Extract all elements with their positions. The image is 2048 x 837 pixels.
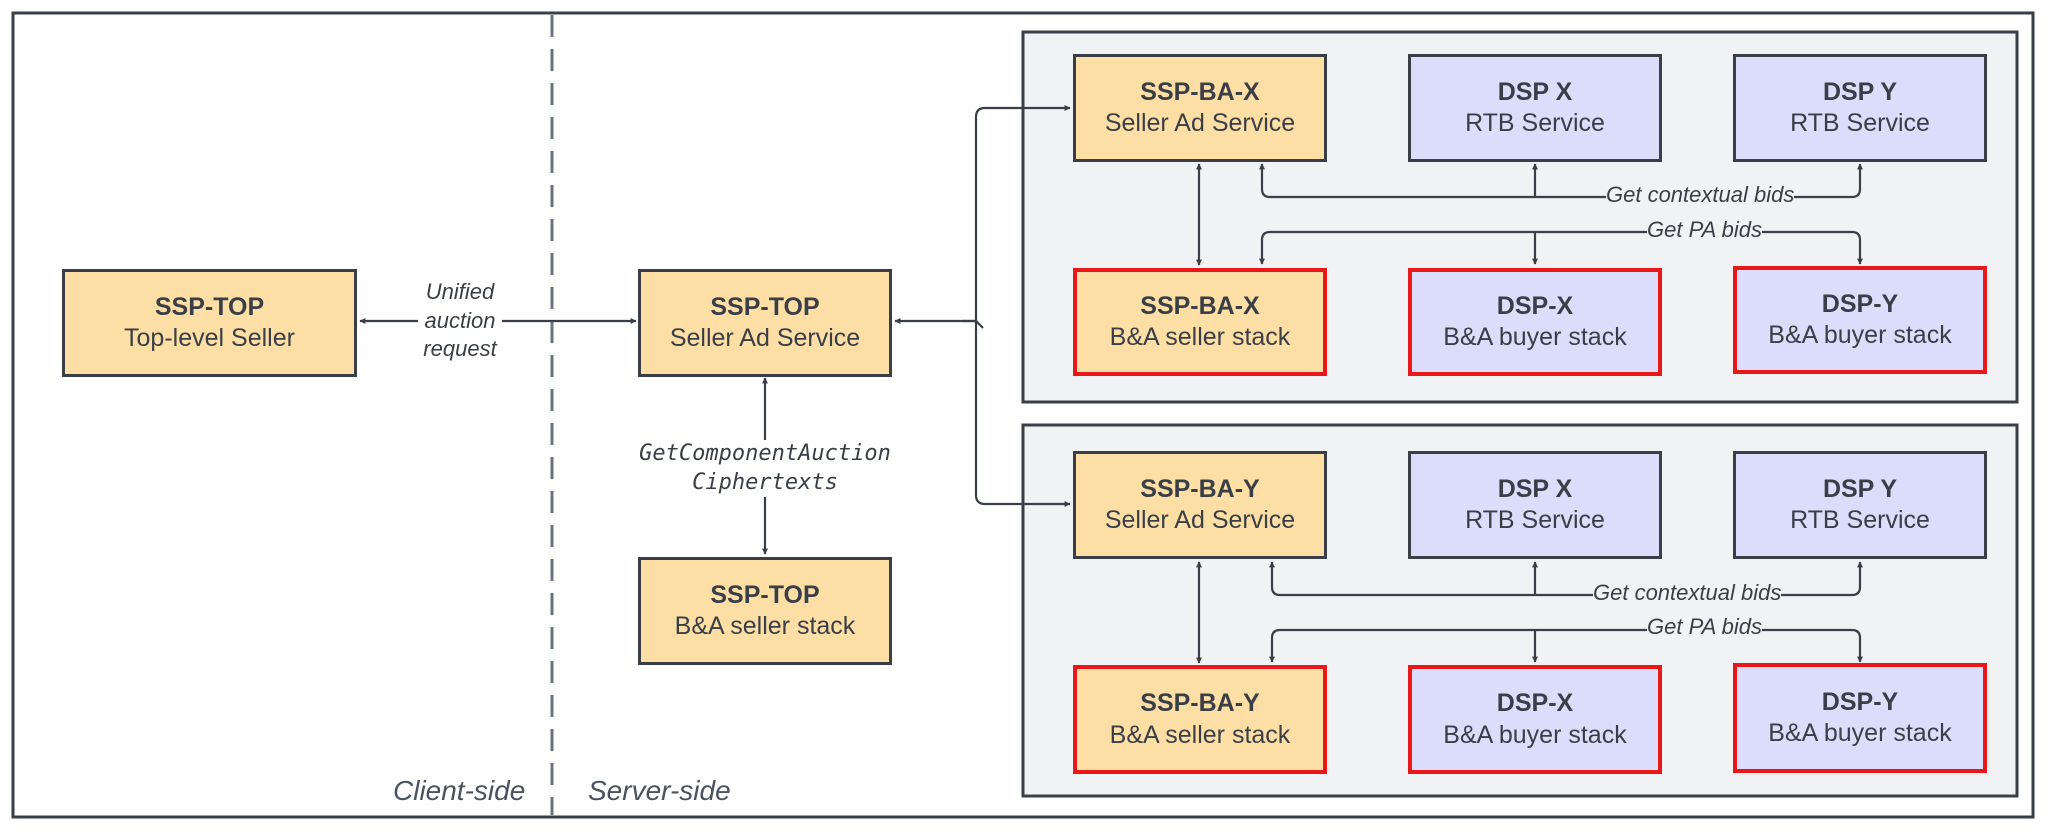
server-side-label: Server-side [588, 775, 731, 806]
top-level-seller-box: SSP-TOP Top-level Seller [62, 269, 357, 377]
box-title: SSP-BA-X [1140, 77, 1260, 106]
unified-line-2: auction [424, 307, 496, 333]
box-title: SSP-BA-Y [1140, 474, 1260, 503]
box-title: DSP X [1497, 77, 1573, 106]
box-title: SSP-TOP [154, 292, 265, 321]
box-title: DSP Y [1822, 77, 1898, 106]
group-y-contextual-label: Get contextual bids [1593, 580, 1782, 605]
group-x-pa-label: Get PA bids [1647, 217, 1762, 242]
box-subtitle: Top-level Seller [124, 324, 295, 352]
unified-line-3: request [423, 336, 497, 362]
group-x-dsp-x-rtb-box: DSP X RTB Service [1408, 54, 1662, 162]
box-title: SSP-BA-Y [1140, 689, 1260, 718]
unified-request-label: Unified auction request [418, 278, 502, 364]
cipher-line-2: Ciphertexts [692, 469, 838, 495]
box-title: DSP-Y [1821, 289, 1899, 318]
group-x-contextual-label: Get contextual bids [1606, 182, 1795, 207]
ssp-top-seller-ad-service-box: SSP-TOP Seller Ad Service [638, 269, 892, 377]
fanout-to-group-y [974, 321, 1071, 507]
group-y-contextual-line [1269, 561, 1863, 597]
box-title: DSP-X [1496, 689, 1574, 718]
box-title: DSP Y [1822, 474, 1898, 503]
box-subtitle: B&A buyer stack [1768, 719, 1952, 747]
box-title: DSP-Y [1821, 687, 1899, 716]
group-y-seller-ad-service-box: SSP-BA-Y Seller Ad Service [1073, 451, 1327, 559]
group-x-ba-seller-stack-box: SSP-BA-X B&A seller stack [1073, 268, 1327, 376]
fanout-to-group-x [974, 105, 1071, 321]
box-subtitle: B&A seller stack [1109, 323, 1291, 351]
group-x-dsp-y-rtb-box: DSP Y RTB Service [1733, 54, 1987, 162]
group-y-pa-label: Get PA bids [1647, 614, 1762, 639]
box-subtitle: B&A buyer stack [1443, 720, 1627, 749]
box-title: SSP-TOP [710, 292, 820, 321]
group-x-dsp-y-ba-box: DSP-Y B&A buyer stack [1733, 266, 1987, 374]
box-title: SSP-BA-X [1140, 291, 1260, 320]
group-x-dsp-x-ba-box: DSP-X B&A buyer stack [1408, 268, 1662, 376]
group-y-ba-seller-stack-box: SSP-BA-Y B&A seller stack [1073, 665, 1327, 774]
box-subtitle: Seller Ad Service [669, 324, 861, 352]
group-y-dsp-x-rtb-box: DSP X RTB Service [1408, 451, 1662, 559]
group-y-dsp-y-ba-box: DSP-Y B&A buyer stack [1733, 663, 1987, 773]
box-subtitle: Seller Ad Service [1104, 506, 1296, 534]
ciphertexts-label: GetComponentAuction Ciphertexts [626, 440, 904, 498]
client-side-label: Client-side [393, 775, 526, 806]
box-subtitle: B&A seller stack [1109, 720, 1291, 749]
fanout-join [962, 319, 984, 329]
box-title: SSP-TOP [710, 580, 820, 609]
box-title: DSP-X [1496, 291, 1574, 320]
group-x-seller-ad-service-box: SSP-BA-X Seller Ad Service [1073, 54, 1327, 162]
ssp-top-ba-seller-stack-box: SSP-TOP B&A seller stack [638, 557, 892, 665]
box-subtitle: Seller Ad Service [1104, 109, 1296, 137]
group-x-pa-line [1259, 230, 1863, 265]
box-subtitle: B&A seller stack [674, 612, 856, 640]
box-subtitle: RTB Service [1790, 109, 1930, 137]
outer-frame [11, 11, 2035, 819]
box-subtitle: RTB Service [1465, 109, 1605, 137]
box-subtitle: RTB Service [1790, 506, 1930, 534]
box-title: DSP X [1497, 474, 1573, 503]
group-y-dsp-y-rtb-box: DSP Y RTB Service [1733, 451, 1987, 559]
box-subtitle: B&A buyer stack [1443, 323, 1627, 351]
cipher-line-1: GetComponentAuction [639, 441, 891, 466]
box-subtitle: RTB Service [1465, 506, 1605, 534]
group-y-dsp-x-ba-box: DSP-X B&A buyer stack [1408, 665, 1662, 774]
unified-line-1: Unified [425, 279, 495, 304]
group-x-contextual-line [1259, 163, 1863, 199]
group-y-pa-line [1269, 628, 1863, 663]
box-subtitle: B&A buyer stack [1768, 321, 1952, 349]
